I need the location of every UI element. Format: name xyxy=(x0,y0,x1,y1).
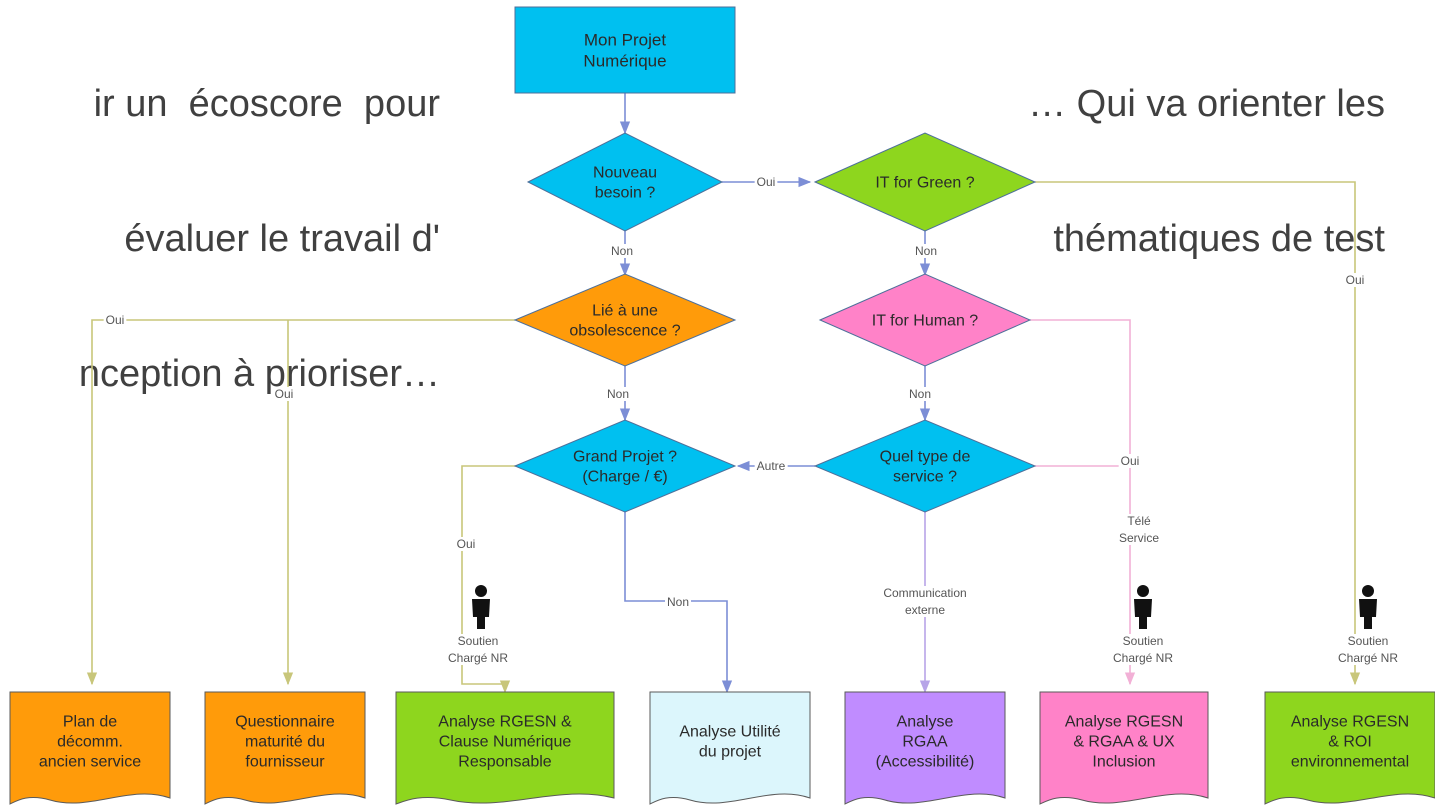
edge-label-oui: Oui xyxy=(457,537,476,551)
decision-it-for-human xyxy=(818,273,1032,367)
person-body xyxy=(1134,599,1152,629)
edge-label-background xyxy=(454,537,478,551)
edge-label-background xyxy=(1335,634,1401,665)
decision-grand-projet-label: Grand Projet ?(Charge / €) xyxy=(573,449,677,486)
edge-label-oui: Oui xyxy=(1346,273,1365,287)
edge-label-non: Non xyxy=(611,244,633,258)
result-plan-decomm xyxy=(9,691,171,805)
edge-label-background xyxy=(604,387,632,401)
edge-oui-obs-left xyxy=(86,319,515,686)
edge-label-background xyxy=(1343,273,1367,287)
edge-label-non: Non xyxy=(607,387,629,401)
decision-it-for-human-label: IT for Human ? xyxy=(872,313,979,330)
left-caption: ir un écoscore pour évaluer le travail d… xyxy=(0,0,440,487)
edge-label-non: Non xyxy=(909,387,931,401)
decision-type-service xyxy=(813,419,1037,513)
edge-label-background xyxy=(1110,634,1176,665)
result-questionnaire xyxy=(204,691,366,805)
result-rgesn-roi xyxy=(1264,691,1435,805)
edge-oui-human xyxy=(1030,319,1136,686)
right-caption-line: thématiques de test xyxy=(1053,218,1385,260)
person-body xyxy=(1359,599,1377,629)
person-head xyxy=(475,585,487,597)
result-rgesn-clause xyxy=(395,691,615,805)
edge-label-background xyxy=(912,244,940,258)
decision-grand-projet xyxy=(513,419,737,513)
decision-obsolescence xyxy=(513,273,737,367)
edge-label-background xyxy=(103,313,127,327)
person-icon xyxy=(472,585,490,629)
decision-nouveau-besoin xyxy=(526,132,724,232)
left-caption-line: évaluer le travail d' xyxy=(124,218,440,260)
edge-label-oui: Oui xyxy=(757,175,776,189)
person-head xyxy=(1137,585,1149,597)
edge-label-oui: Oui xyxy=(106,313,125,327)
result-utilite xyxy=(649,691,811,805)
person-icon xyxy=(1359,585,1377,629)
person-icon xyxy=(1134,585,1152,629)
person-body xyxy=(472,599,490,629)
result-rgesn-rgaa-ux xyxy=(1039,691,1209,805)
left-caption-line: nception à prioriser… xyxy=(78,353,440,395)
edge-label-oui: Oui xyxy=(275,387,294,401)
edge-label-background xyxy=(754,459,788,473)
edge-label-background xyxy=(272,387,296,401)
edge-label-oui: Oui xyxy=(1121,454,1140,468)
edge-label-background xyxy=(608,244,636,258)
right-caption: … Qui va orienter les thématiques de tes… xyxy=(940,0,1385,352)
left-caption-line: ir un écoscore pour xyxy=(93,83,440,125)
edge-label-background xyxy=(906,387,934,401)
edge-label-background xyxy=(664,595,692,609)
decision-it-for-green xyxy=(813,132,1037,232)
person-head xyxy=(1362,585,1374,597)
edge-label-non: Non xyxy=(667,595,689,609)
edge-label-background xyxy=(754,175,778,189)
edge-oui-green-right xyxy=(1035,181,1361,686)
edge-label-background xyxy=(1118,454,1142,468)
edge-oui-grand xyxy=(461,465,550,694)
start-box xyxy=(514,6,736,94)
result-rgaa xyxy=(844,691,1006,805)
edge-label-background xyxy=(1116,514,1162,545)
edge-label-non: Non xyxy=(915,244,937,258)
edge-label-background xyxy=(881,586,969,617)
edge-label-background xyxy=(445,634,511,665)
decision-it-for-green-label: IT for Green ? xyxy=(875,175,974,192)
edge-label-autre: Autre xyxy=(757,459,786,473)
right-caption-line: … Qui va orienter les xyxy=(1028,83,1385,125)
